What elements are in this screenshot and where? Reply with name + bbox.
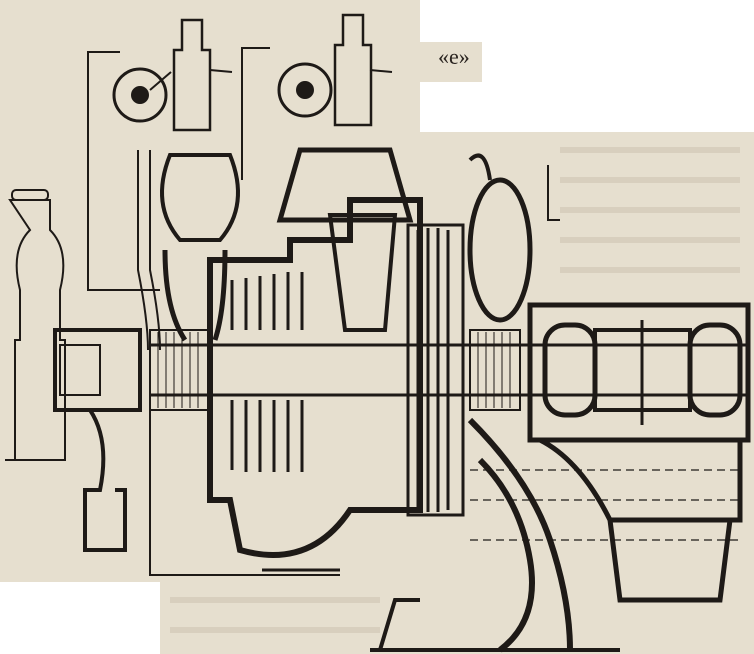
- valve-spindle-left: [172, 18, 212, 132]
- pedestal-right: [538, 437, 743, 603]
- dashed-centerlines: [470, 469, 740, 541]
- valve-spindle-right: [333, 13, 373, 127]
- hp-casing: [207, 197, 423, 558]
- left-bearing: [53, 328, 142, 412]
- valve-frame-right: [241, 47, 270, 180]
- actuator-right: [277, 62, 333, 118]
- lp-disc: [406, 223, 465, 517]
- gland-left: [149, 329, 211, 411]
- figure-label: «е»: [438, 44, 470, 69]
- turbine: [5, 13, 751, 653]
- valve-body-left: [160, 153, 240, 242]
- valve-body-right: [276, 147, 414, 223]
- faint-bleed-text: [170, 147, 740, 633]
- valve-frame-left: [87, 51, 160, 291]
- exhaust-chamber: [467, 177, 533, 323]
- steam-pipe: [137, 150, 161, 351]
- actuator-left: [112, 67, 168, 123]
- pedestal-left: [83, 408, 127, 552]
- rotor-shaft: [150, 343, 750, 397]
- hp-blades: [230, 272, 304, 472]
- gearbox-housing: [527, 302, 751, 443]
- gland-right: [469, 329, 521, 411]
- oil-pump: [8, 199, 66, 461]
